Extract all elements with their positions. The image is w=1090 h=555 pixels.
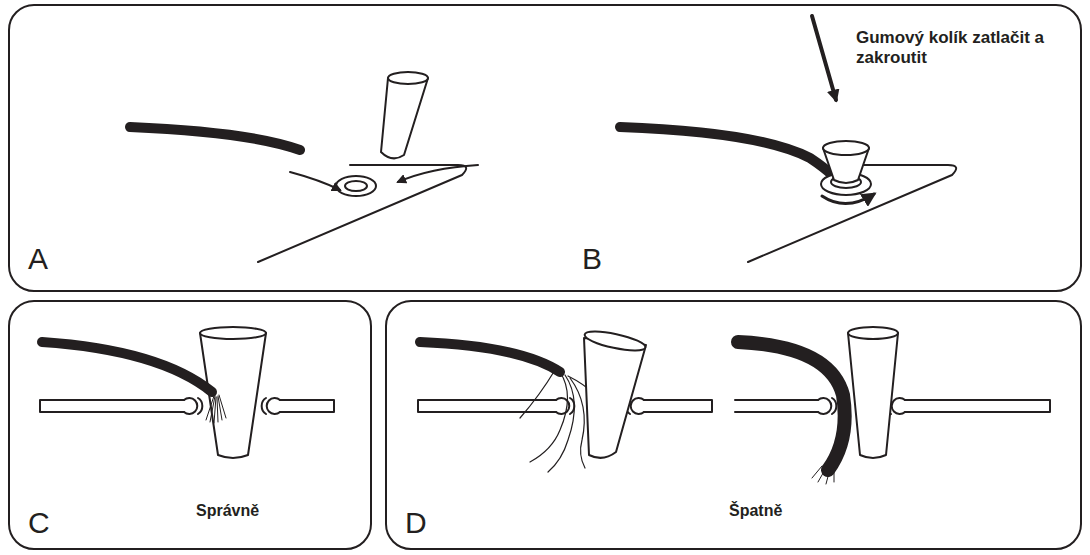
plate-section-d2 [735, 398, 1050, 414]
verdict-label: Správně [196, 502, 259, 520]
cable-a [130, 127, 300, 150]
panel-letter: B [582, 242, 602, 277]
twist-arrow [822, 194, 874, 204]
rubber-plug [848, 327, 898, 458]
cable-c [42, 342, 212, 392]
hole-a [336, 176, 376, 196]
panel: A B Gumový kolík zatlačit a zakroutit [8, 4, 1082, 292]
panel: C Správně [8, 300, 372, 550]
plate-corner-a [258, 165, 466, 262]
insert-arrow [290, 172, 340, 190]
plate-section-d1 [418, 398, 712, 414]
panel: D Špatně [385, 300, 1082, 550]
push-arrow [812, 16, 836, 100]
cable-fibres [812, 466, 834, 484]
plate-section-c [40, 398, 334, 414]
rubber-plug [823, 141, 869, 183]
rubber-plug [583, 328, 647, 458]
cable-d1 [420, 342, 560, 372]
cable-fibres [206, 395, 226, 423]
cable-b [620, 127, 832, 175]
panel-letter: A [28, 242, 48, 277]
panel-letter: C [28, 506, 50, 541]
verdict-label: Špatně [729, 502, 782, 520]
panel-letter: D [405, 506, 427, 541]
insert-arrow [398, 165, 478, 182]
instruction-note: Gumový kolík zatlačit a zakroutit [856, 28, 1044, 67]
cable-d2 [738, 342, 845, 470]
rubber-plug [381, 72, 428, 158]
